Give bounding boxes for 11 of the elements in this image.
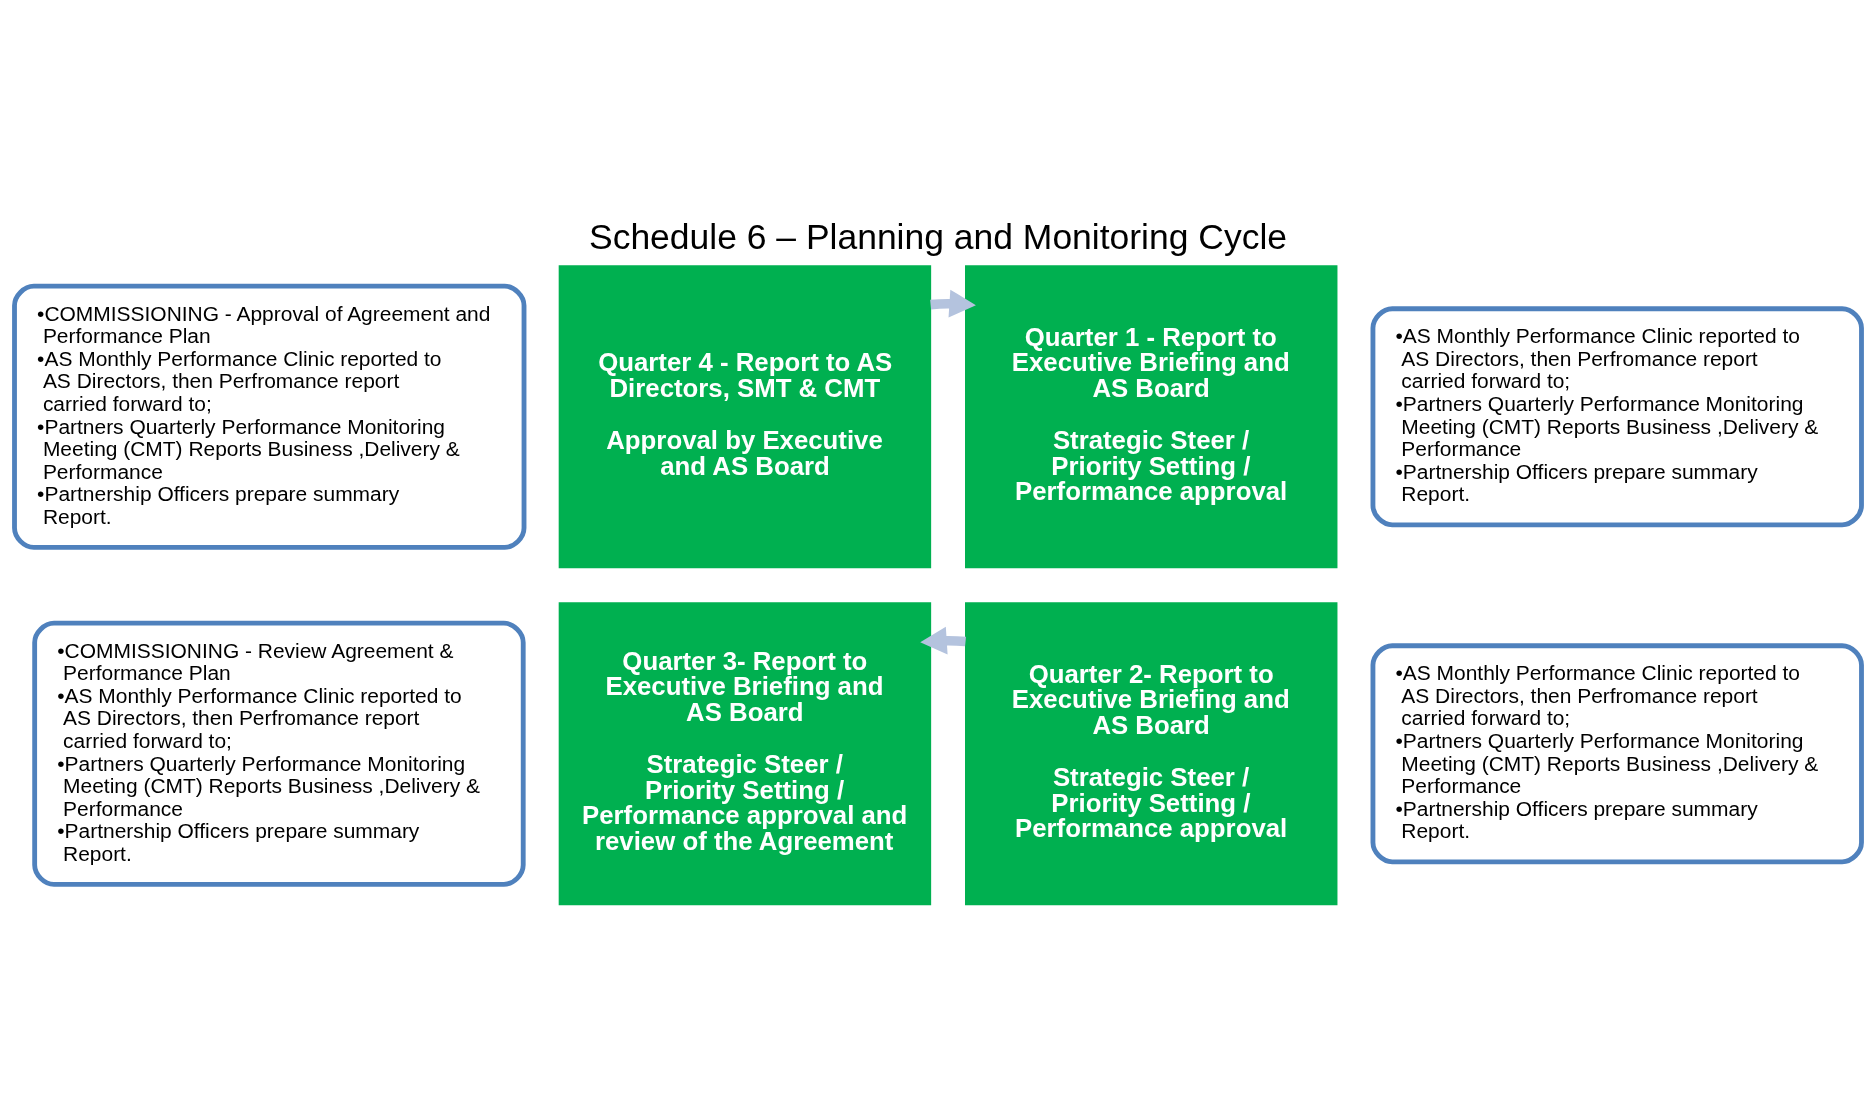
- arrow: [930, 289, 976, 317]
- node-box: •COMMISSIONING - Review Agreement & Performance Plan •AS Monthly Performance Clinic reported to AS Directors, then Perfromance report carried forward to; •Partners Quarterly Performance Monitoring Meeting (CMT) Reports Business ,Delivery & Performance •Partnership Officers prepare summary Report.: [32, 620, 526, 887]
- node-box: •COMMISSIONING - Approval of Agreement and Performance Plan •AS Monthly Performance Clinic reported to AS Directors, then Perfromance report carried forward to; •Partners Quarterly Performance Monitoring Meeting (CMT) Reports Business ,Delivery & Performance •Partnership Officers prepare summary Report.: [12, 283, 527, 550]
- node-box: Quarter 2- Report to Executive Briefing and AS Board Strategic Steer / Priority Setting / Performance approval: [965, 601, 1338, 905]
- node-box: •AS Monthly Performance Clinic reported to AS Directors, then Perfromance report carried forward to; •Partners Quarterly Performance Monitoring Meeting (CMT) Reports Business ,Delivery & Performance •Partnership Officers prepare summary Report.: [1370, 642, 1864, 864]
- node-box: Quarter 3- Report to Executive Briefing and AS Board Strategic Steer / Priority Setting / Performance approval and review of the Agreement: [558, 601, 932, 905]
- arrow: [920, 626, 966, 654]
- node-box: •AS Monthly Performance Clinic reported to AS Directors, then Perfromance report carried forward to; •Partners Quarterly Performance Monitoring Meeting (CMT) Reports Business ,Delivery & Performance •Partnership Officers prepare summary Report.: [1370, 305, 1864, 527]
- node-box: Quarter 1 - Report to Executive Briefing and AS Board Strategic Steer / Priority Setting / Performance approval: [965, 264, 1338, 568]
- node-box: Quarter 4 - Report to AS Directors, SMT & CMT Approval by Executive and AS Board: [558, 264, 932, 568]
- diagram-title: Schedule 6 – Planning and Monitoring Cycle: [589, 216, 1287, 257]
